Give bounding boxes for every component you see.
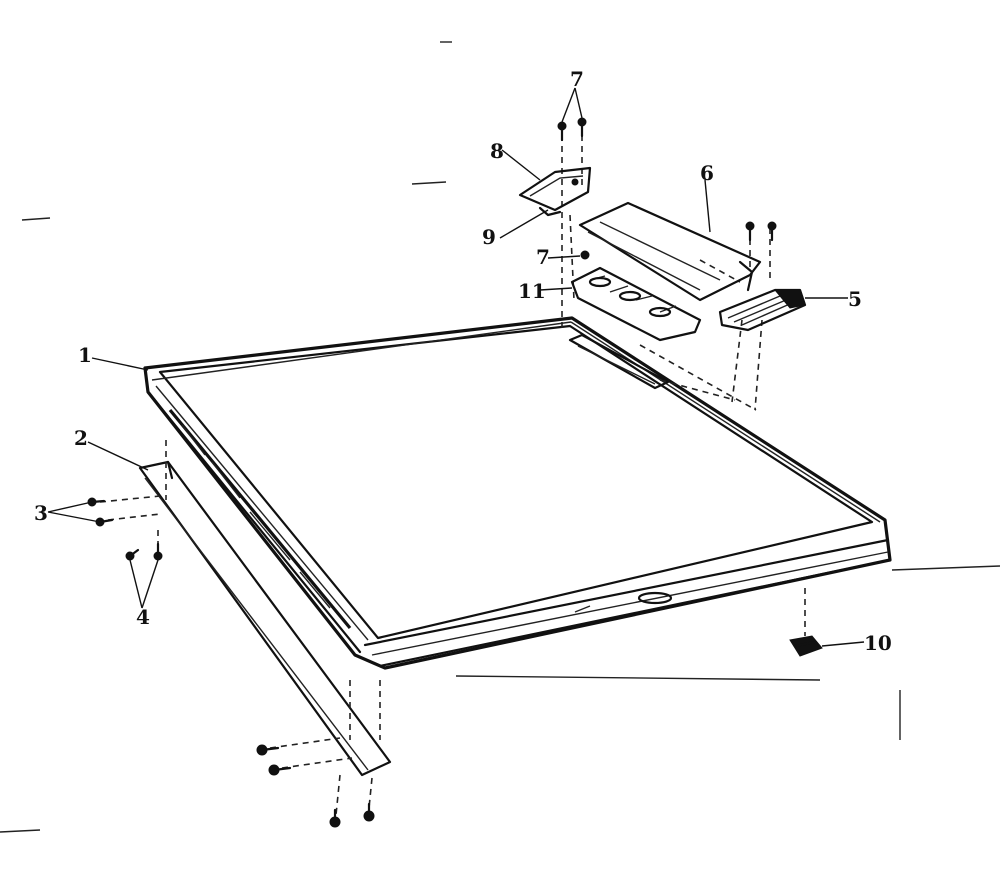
scan-marks [0,41,1000,833]
callout-6: 6 [700,161,714,185]
callout-8: 8 [490,139,504,163]
screw-part-4a [125,548,140,561]
callout-labels: 1 2 3 4 5 6 7 7 8 9 10 11 [34,67,892,655]
screw-bottom-a [256,744,280,756]
screw-part-7a [557,121,567,142]
hinge [718,288,807,332]
assembly-guide-lines [99,135,806,816]
callout-2: 2 [74,426,88,450]
callout-7b: 7 [536,245,550,269]
callout-4: 4 [136,605,150,629]
screw-hinge-b [767,221,777,242]
callout-1: 1 [78,343,92,367]
screw-bottom-b [268,764,292,776]
callout-3: 3 [34,501,48,525]
callout-9: 9 [482,225,496,249]
screws [87,117,777,828]
bumper-part-10 [789,635,823,657]
hinge-cover [578,201,762,302]
callout-10: 10 [864,631,892,655]
screw-hinge-a [745,221,755,242]
screw-part-7b [577,117,587,138]
callout-5: 5 [848,287,862,311]
screw-part-7c [580,250,590,260]
screw-bottom-d [363,802,375,822]
screw-part-4b [153,542,163,561]
lid-frame [143,316,892,670]
callout-11: 11 [518,279,546,303]
hinge-bracket [518,166,592,217]
callout-7a: 7 [570,67,584,91]
hinge-gasket [570,266,702,342]
screw-bottom-c [329,808,341,828]
leader-lines [47,87,865,647]
front-trim-strip [138,460,392,777]
